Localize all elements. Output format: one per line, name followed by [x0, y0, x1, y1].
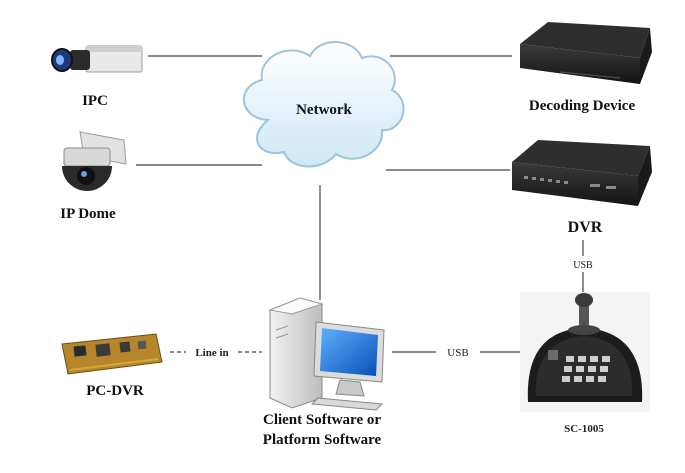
line-in-label: Line in	[195, 347, 228, 359]
dvr-label: DVR	[568, 219, 603, 236]
joystick-keyboard-icon	[520, 292, 650, 412]
computer-icon	[268, 297, 385, 411]
dvr-icon	[512, 140, 652, 206]
decoding-device-label: Decoding Device	[529, 98, 636, 114]
decoding-device-icon	[520, 22, 652, 84]
client-software-label-line1: Client Software or	[263, 412, 381, 428]
usb-dvr-keyboard-label: USB	[573, 260, 593, 271]
usb-pc-keyboard-label: USB	[447, 347, 468, 359]
ipc-camera-icon	[51, 45, 143, 73]
ip-dome-label: IP Dome	[60, 206, 116, 222]
pc-dvr-card-icon	[61, 333, 163, 375]
pc-dvr-label: PC-DVR	[86, 383, 144, 399]
cloud-icon	[243, 41, 405, 168]
connections	[136, 55, 584, 353]
client-software-label-line2: Platform Software	[263, 432, 382, 448]
network-label: Network	[296, 102, 352, 118]
sc-1005-label: SC-1005	[564, 423, 604, 435]
ipc-label: IPC	[82, 93, 108, 109]
ip-dome-camera-icon	[62, 131, 127, 191]
